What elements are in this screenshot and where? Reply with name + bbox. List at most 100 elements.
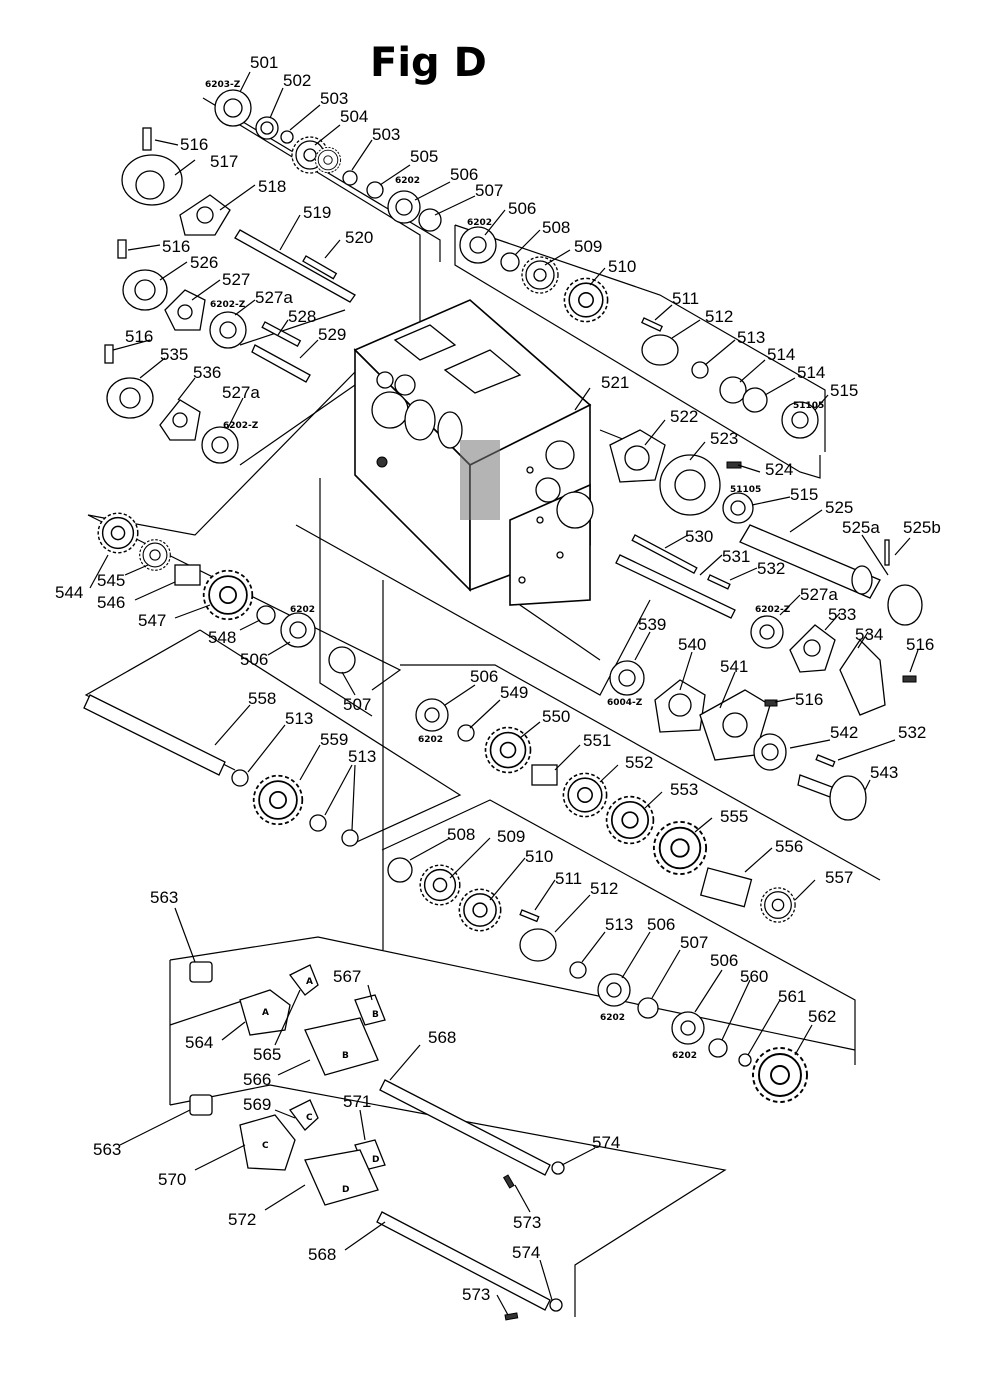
callout-521: 521 [601, 373, 629, 392]
callout-504: 504 [340, 107, 368, 126]
callout-513: 513 [737, 328, 765, 347]
callout-503-b: 503 [372, 125, 400, 144]
callout-508-b: 508 [447, 825, 475, 844]
callout-527: 527 [222, 270, 250, 289]
callout-559: 559 [320, 730, 348, 749]
bearing-mark-6202-z: 6202-Z [210, 300, 246, 310]
callout-568-b: 568 [308, 1245, 336, 1264]
callout-549: 549 [500, 683, 528, 702]
callout-516-c: 516 [125, 327, 153, 346]
callout-533: 533 [828, 605, 856, 624]
callout-536: 536 [193, 363, 221, 382]
callout-541: 541 [720, 657, 748, 676]
callout-558: 558 [248, 689, 276, 708]
block-letter-b: B [342, 1051, 349, 1061]
callout-516-d: 516 [906, 635, 934, 654]
callout-519: 519 [303, 203, 331, 222]
callout-574: 574 [592, 1133, 620, 1152]
callout-506-b: 506 [508, 199, 536, 218]
callout-514: 514 [767, 345, 795, 364]
callout-565: 565 [253, 1045, 281, 1064]
upper-shaft-parts [104, 89, 442, 464]
callout-532-b: 532 [898, 723, 926, 742]
callout-527a-b: 527a [222, 383, 260, 402]
callout-556: 556 [775, 837, 803, 856]
callout-525a: 525a [842, 518, 880, 537]
callout-507-c: 507 [680, 933, 708, 952]
block-letter-a: A [262, 1008, 269, 1018]
callout-531: 531 [722, 547, 750, 566]
callout-562: 562 [808, 1007, 836, 1026]
callout-506-e: 506 [647, 915, 675, 934]
callout-503: 503 [320, 89, 348, 108]
callout-573: 573 [513, 1213, 541, 1232]
bearing-mark-6202-c: 6202 [290, 605, 315, 615]
callout-516-e: 516 [795, 690, 823, 709]
middle-left-parts [97, 512, 917, 821]
callout-529: 529 [318, 325, 346, 344]
callout-508: 508 [542, 218, 570, 237]
bearing-mark-51105: 51105 [793, 401, 824, 411]
callout-517: 517 [210, 152, 238, 171]
block-letter-c: C [262, 1141, 269, 1151]
callout-507: 507 [475, 181, 503, 200]
callout-522: 522 [670, 407, 698, 426]
callout-515-b: 515 [790, 485, 818, 504]
callout-572: 572 [228, 1210, 256, 1229]
bearing-mark-6202-d: 6202 [418, 735, 443, 745]
bearing-mark-6202-z-b: 6202-Z [223, 421, 259, 431]
callout-526: 526 [190, 253, 218, 272]
callout-542: 542 [830, 723, 858, 742]
callout-524: 524 [765, 460, 793, 479]
callout-511-b: 511 [555, 869, 582, 888]
group-frame-lines [84, 97, 881, 1317]
leader-lines [89, 71, 919, 1316]
callout-labels: 501 502 503 504 503 505 506 507 516 517 … [55, 53, 941, 1304]
callout-560: 560 [740, 967, 768, 986]
callout-509: 509 [574, 237, 602, 256]
right-upper-parts [459, 226, 923, 626]
lower-shaft-parts [83, 694, 808, 1103]
callout-525: 525 [825, 498, 853, 517]
callout-528: 528 [288, 307, 316, 326]
callout-513-c: 513 [348, 747, 376, 766]
callout-530: 530 [685, 527, 713, 546]
callout-555: 555 [720, 807, 748, 826]
callout-564: 564 [185, 1033, 213, 1052]
bearing-marks: 6203-Z 6202 6202 6202-Z 6202-Z 51105 511… [205, 80, 824, 1061]
callout-548: 548 [208, 628, 236, 647]
callout-511: 511 [672, 289, 699, 308]
callout-547: 547 [138, 611, 166, 630]
callout-544: 544 [55, 583, 83, 602]
callout-505: 505 [410, 147, 438, 166]
gearbox-housing [353, 299, 594, 606]
bearing-mark-51105-b: 51105 [730, 485, 761, 495]
callout-540: 540 [678, 635, 706, 654]
callout-518: 518 [258, 177, 286, 196]
block-letter-a-pin: A [306, 977, 313, 987]
callout-510: 510 [608, 257, 636, 276]
callout-566: 566 [243, 1070, 271, 1089]
bearing-mark-6202-e: 6202 [600, 1013, 625, 1023]
callout-567: 567 [333, 967, 361, 986]
callout-568: 568 [428, 1028, 456, 1047]
callout-535: 535 [160, 345, 188, 364]
callout-506-d: 506 [470, 667, 498, 686]
callout-553: 553 [670, 780, 698, 799]
block-letters: A A B B C C D D [262, 977, 379, 1195]
callout-512-b: 512 [590, 879, 618, 898]
callout-563-b: 563 [93, 1140, 121, 1159]
callout-527a: 527a [255, 288, 293, 307]
callout-501: 501 [250, 53, 278, 72]
callout-513-b: 513 [285, 709, 313, 728]
callout-510-b: 510 [525, 847, 553, 866]
bearing-mark-6202-f: 6202 [672, 1051, 697, 1061]
callout-539: 539 [638, 615, 666, 634]
callout-534: 534 [855, 625, 883, 644]
callout-523: 523 [710, 429, 738, 448]
callout-573-b: 573 [462, 1285, 490, 1304]
callout-563: 563 [150, 888, 178, 907]
callout-513-d: 513 [605, 915, 633, 934]
bearing-mark-6004-z: 6004-Z [607, 698, 643, 708]
